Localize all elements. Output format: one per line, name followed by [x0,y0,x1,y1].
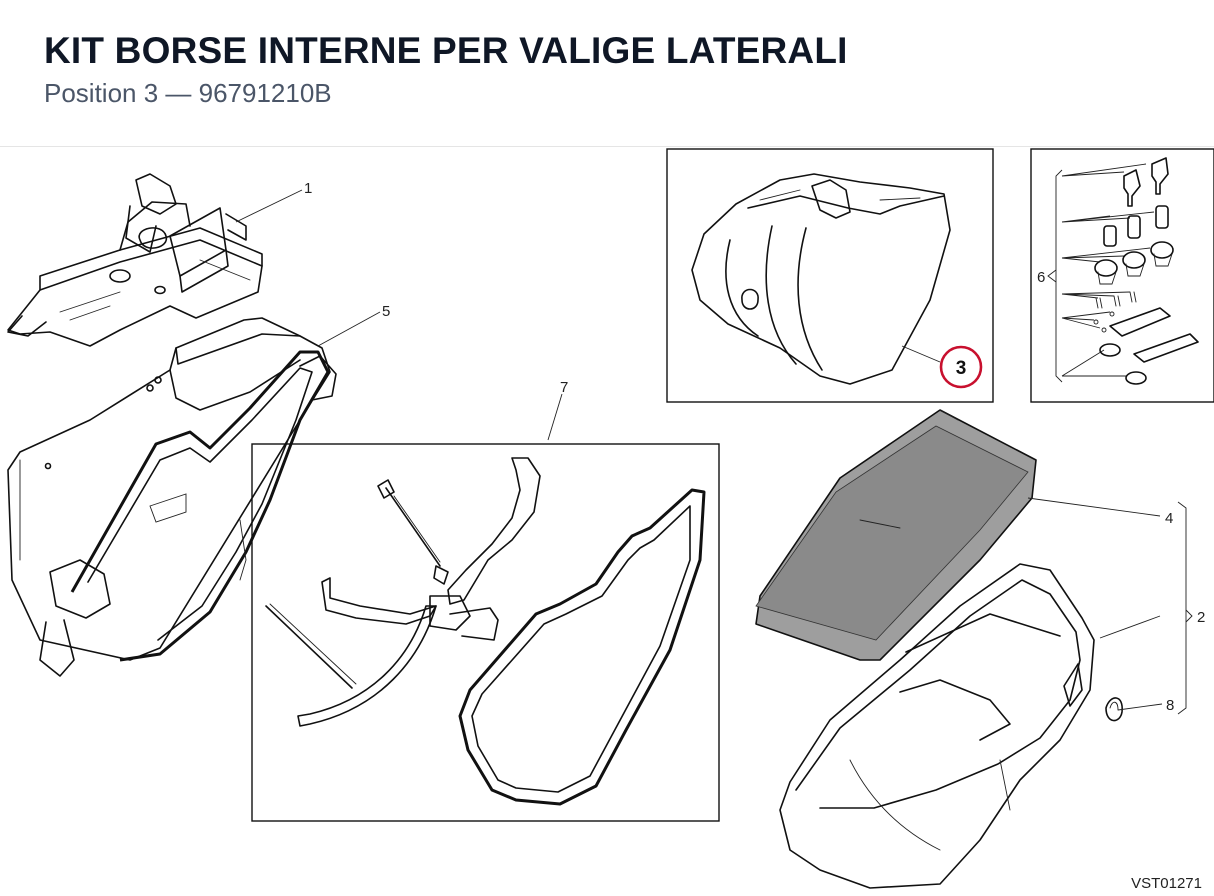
page-title: KIT BORSE INTERNE PER VALIGE LATERALI [44,30,848,71]
callout-4[interactable]: 4 [1165,510,1173,527]
part-2-case-shell-drawing[interactable] [779,563,1095,889]
callout-8[interactable]: 8 [1166,697,1174,714]
part-6-detail-frame [1030,148,1214,403]
part-8-cap-drawing[interactable] [1105,697,1123,722]
callout-3-highlight-ring[interactable] [939,345,983,389]
part-7-kit-frame [251,443,720,822]
page-subtitle: Position 3 — 96791210B [44,78,332,108]
callout-6[interactable]: 6 [1037,269,1045,286]
part-1-bracket-drawing[interactable] [7,173,263,347]
part-4-cover-drawing[interactable] [755,409,1037,661]
callout-7[interactable]: 7 [560,379,568,396]
part-5-case-shell-drawing[interactable] [7,317,337,677]
callout-2[interactable]: 2 [1197,609,1205,626]
drawing-code: VST01271 [1131,875,1202,892]
part-3-detail-frame [666,148,994,403]
callout-3[interactable]: 3 [956,358,967,379]
callout-1[interactable]: 1 [304,180,312,197]
header-divider [0,146,1214,147]
part-3-inner-bag-drawing[interactable] [691,173,983,389]
part-7-straps-and-seal-drawing[interactable] [265,457,706,806]
callout-5[interactable]: 5 [382,303,390,320]
part-6-lock-set-drawing[interactable] [1047,157,1199,385]
